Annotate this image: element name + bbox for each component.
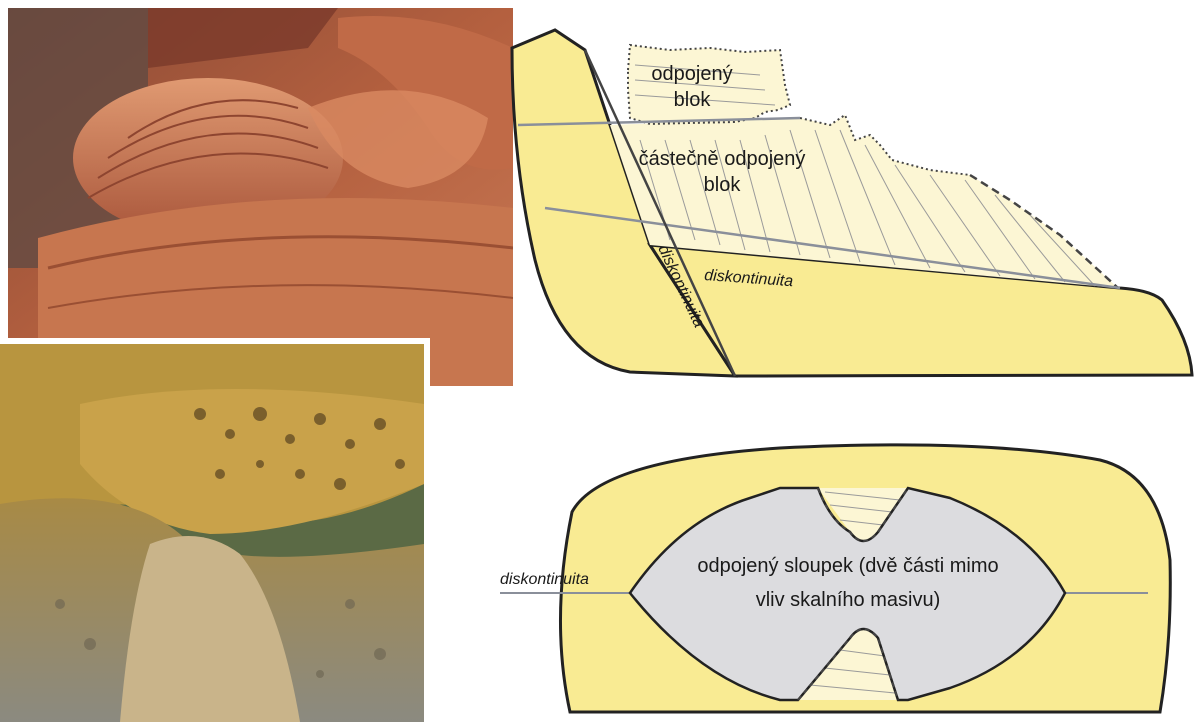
diagram-detached-pillar: odpojený sloupek (dvě části mimo vliv sk… <box>480 420 1195 722</box>
photo-honeycomb-sandstone <box>0 338 430 722</box>
detached-block-label-1: odpojený <box>651 63 732 85</box>
partial-block-label-1: částečně odpojený <box>639 148 806 170</box>
red-sandstone-illustration <box>8 8 513 386</box>
pillar-label-2: vliv skalního masivu) <box>756 589 941 611</box>
discontinuity-label-bottom: diskontinuita <box>500 571 589 588</box>
diagram-partially-detached-block: odpojený blok částečně odpojený blok dis… <box>500 0 1195 392</box>
detached-block-label-2: blok <box>674 89 712 111</box>
partial-block-label-2: blok <box>704 174 742 196</box>
photo-red-sandstone <box>8 8 513 386</box>
honeycomb-sandstone-illustration <box>0 344 424 722</box>
pillar-label-1: odpojený sloupek (dvě části mimo <box>697 555 998 577</box>
